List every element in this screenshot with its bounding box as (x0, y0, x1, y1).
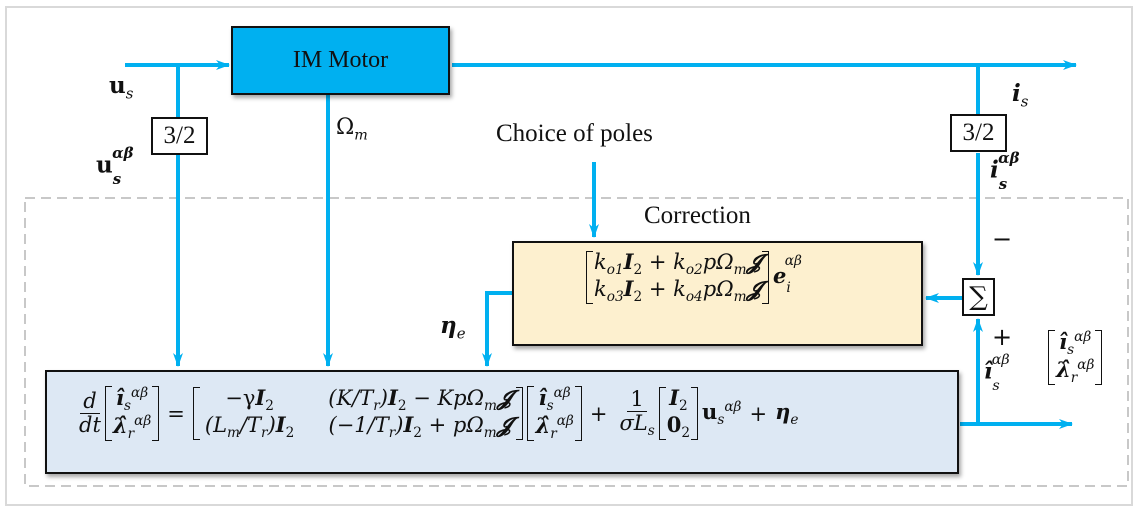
label-us: us (109, 72, 134, 103)
label-eta-e: ηe (440, 312, 466, 343)
label-minus: − (992, 225, 1013, 253)
correction-block[interactable]: ko1I2 + ko2pΩm𝓙 ko3I2 + ko4pΩm𝓙 eiαβ (512, 241, 923, 346)
label-omega-m: Ωm (336, 115, 368, 144)
conv-32-right-block[interactable]: 3/2 (950, 114, 1007, 152)
conv-32-left-block[interactable]: 3/2 (151, 117, 208, 155)
observer-boundary (24, 197, 1129, 487)
summing-junction[interactable]: ∑ (962, 278, 995, 316)
label-isab: isαβ (990, 149, 1020, 194)
label-correction: Correction (644, 202, 751, 229)
wire-eta (482, 291, 512, 367)
label-ishat: îsαβ (984, 352, 1010, 394)
label-is: is (1012, 80, 1029, 111)
label-usab: usαβ (96, 144, 134, 189)
conv-32-right-label: 3/2 (962, 119, 995, 146)
diagram-frame (5, 6, 1133, 506)
label-output-vector: îsαβ λ̂rαβ (1048, 330, 1103, 386)
sum-symbol: ∑ (969, 282, 988, 312)
im-motor-label: IM Motor (292, 47, 389, 73)
im-motor-block[interactable]: IM Motor (231, 26, 450, 95)
label-plus: + (992, 323, 1013, 351)
correction-gain-expression: ko1I2 + ko2pΩm𝓙 ko3I2 + ko4pΩm𝓙 eiαβ (586, 250, 808, 305)
label-choice-of-poles: Choice of poles (496, 120, 653, 147)
conv-32-left-label: 3/2 (163, 122, 196, 149)
